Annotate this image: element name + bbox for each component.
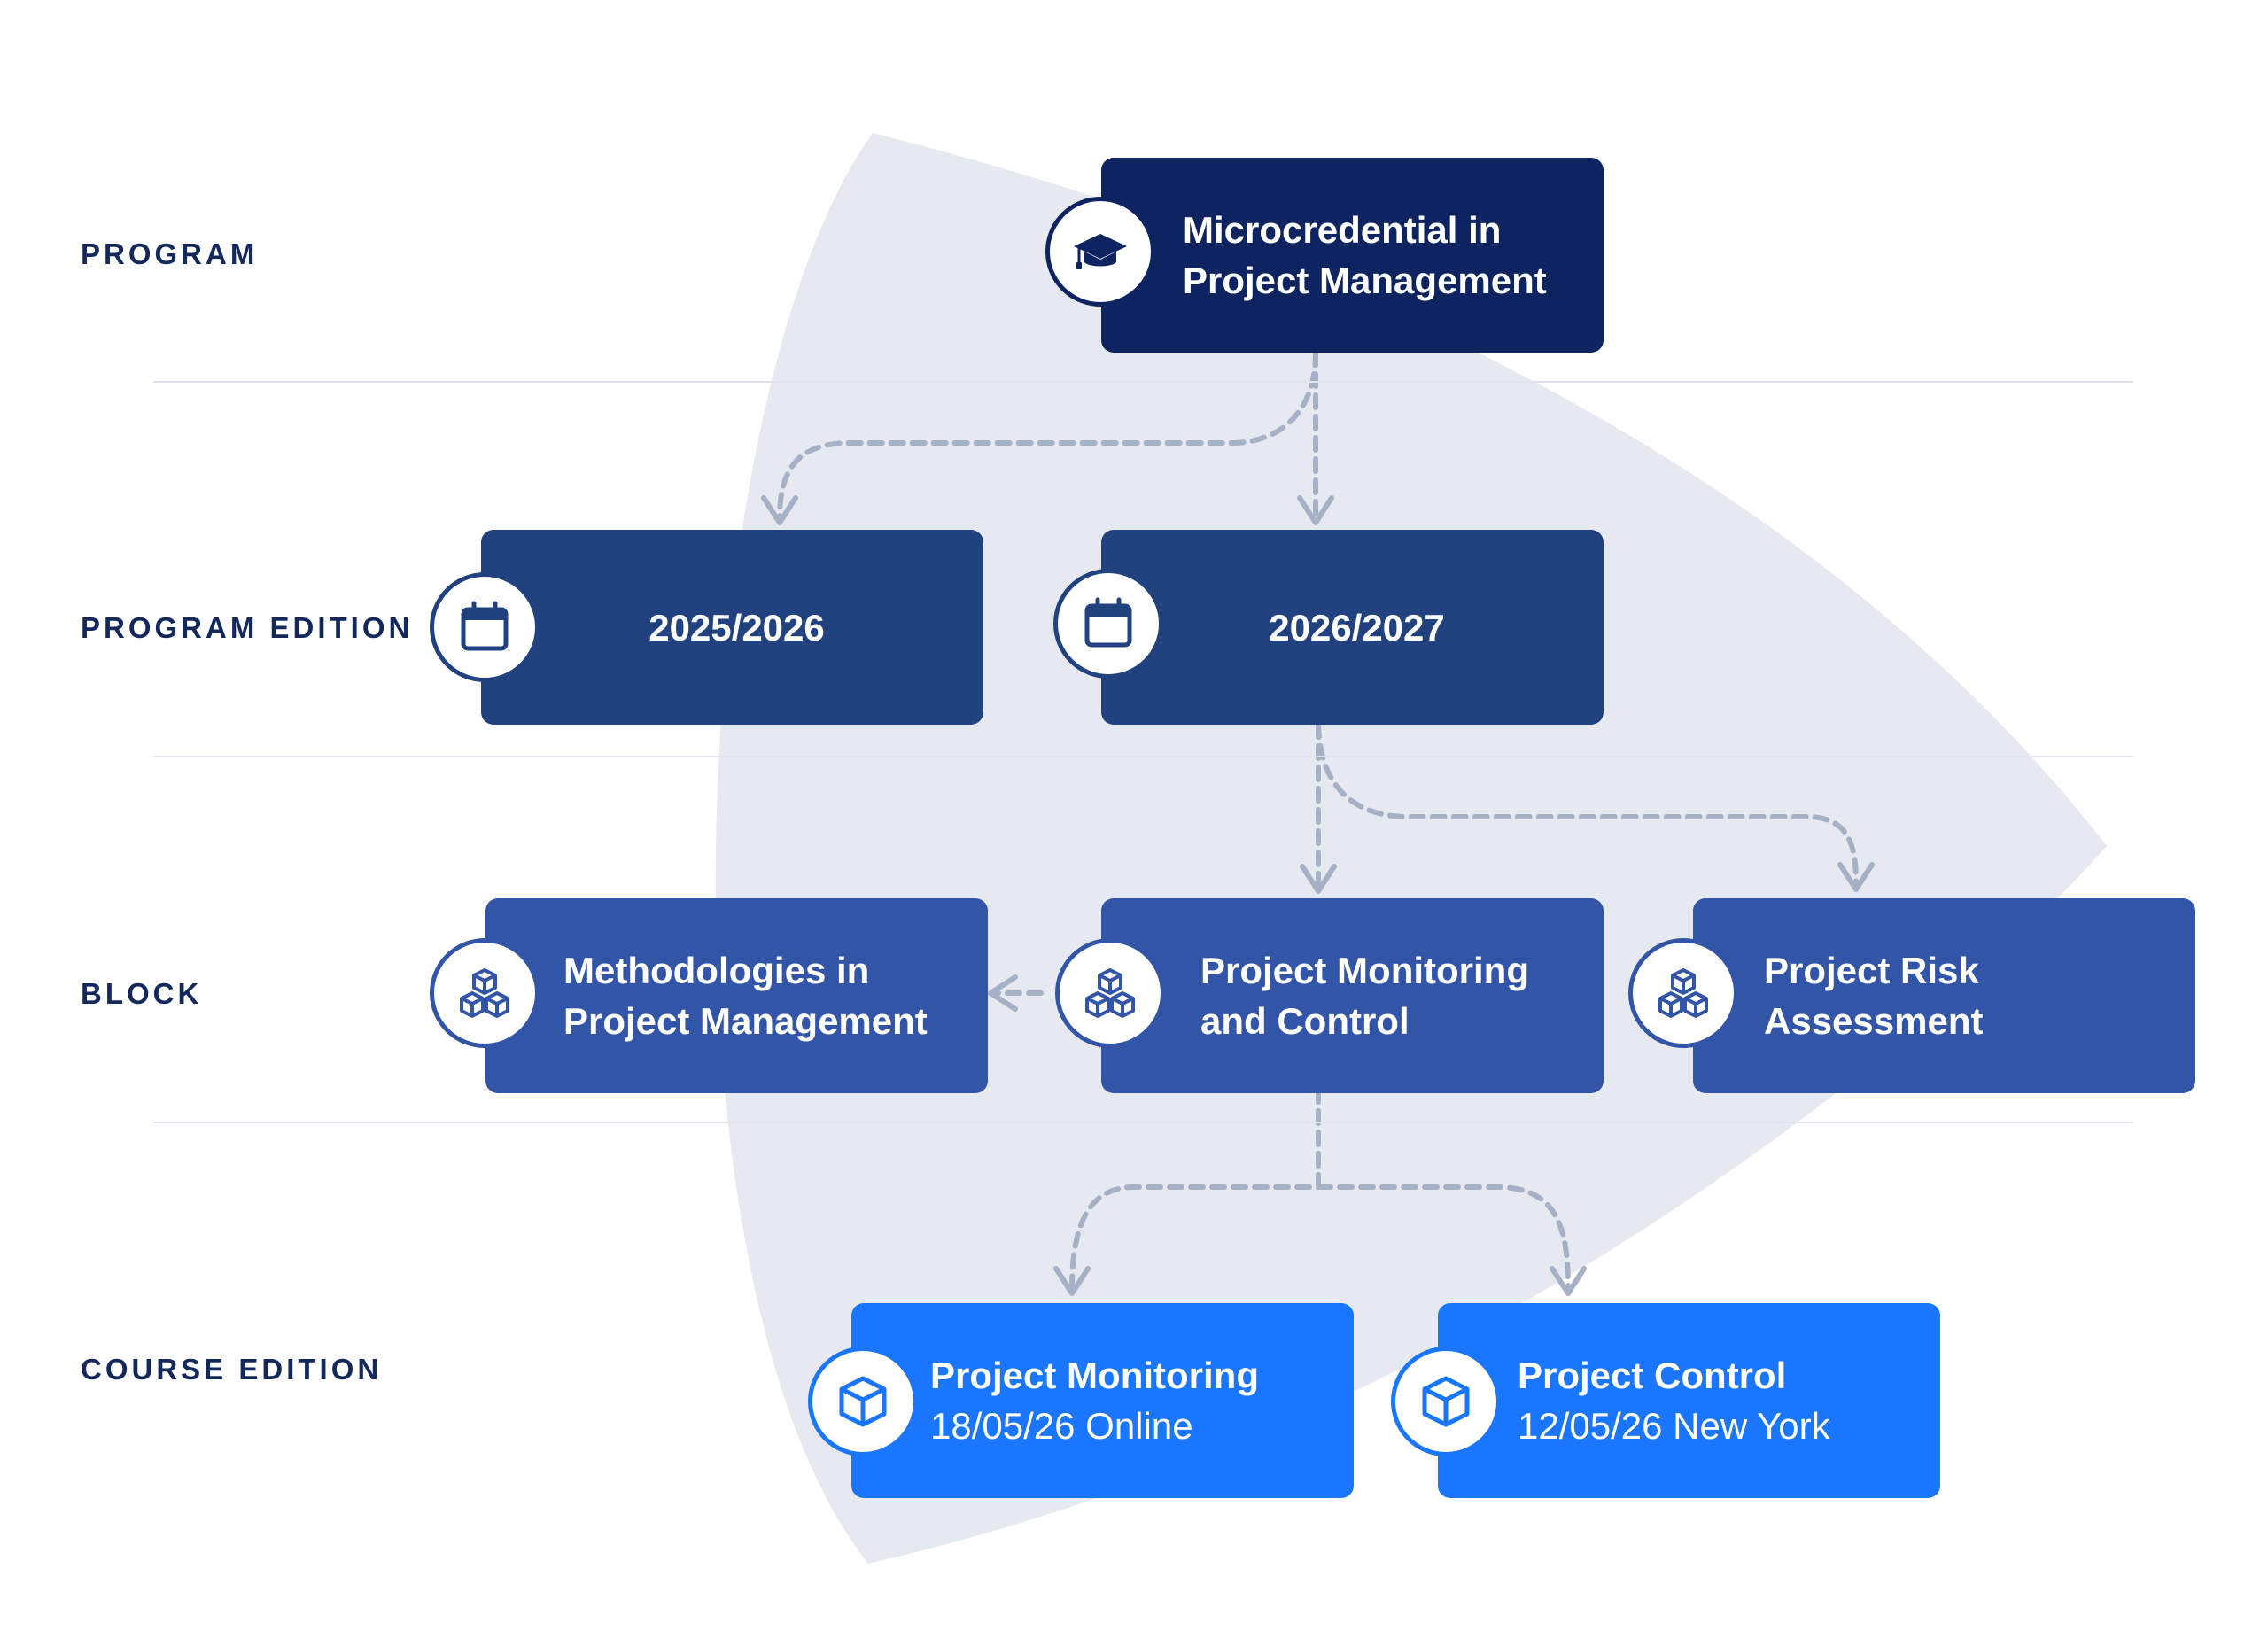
cubes-icon [460,968,509,1018]
block-card-methodologies[interactable]: Methodologies in Project Management [485,898,988,1093]
block-title: Project Risk Assessment [1764,945,1983,1046]
course-edition-detail: 18/05/26 Online [930,1405,1193,1447]
graduation-cap-icon [1074,234,1127,269]
program-edition-icon-badge [1053,569,1163,679]
course-edition-card-control[interactable]: Project Control 12/05/26 New York [1438,1303,1940,1498]
block-icon-badge [1055,938,1165,1048]
block-title-line1: Methodologies in [563,950,870,991]
block-title-line2: Project Management [563,1000,928,1042]
course-edition-title: Project Monitoring [930,1355,1259,1396]
program-title-line1: Microcredential in [1183,209,1502,251]
block-title-line1: Project Monitoring [1200,950,1529,991]
calendar-icon [1084,597,1132,648]
level-label-block: BLOCK [81,977,203,1010]
program-edition-icon-badge [430,572,540,682]
course-edition-detail: 12/05/26 New York [1518,1405,1830,1447]
level-divider [153,1122,2133,1123]
block-title-line2: Assessment [1764,1000,1984,1042]
level-divider [153,381,2133,383]
cubes-icon [1658,968,1708,1018]
program-title: Microcredential in Project Management [1183,205,1547,306]
calendar-icon [461,601,509,651]
connector-edition-to-block-risk [1316,722,1859,887]
level-label-program-edition: PROGRAM EDITION [81,611,414,644]
connector-block-to-course-monitoring [1069,1087,1321,1292]
program-icon-badge [1045,197,1155,307]
cubes-icon [1085,968,1135,1018]
level-label-course-edition: COURSE EDITION [81,1353,383,1386]
arrowhead-block-monitoring [1300,864,1337,894]
level-divider [153,756,2133,757]
arrowhead-block-risk [1837,862,1875,892]
block-card-risk-assessment[interactable]: Project Risk Assessment [1693,898,2195,1093]
program-title-line2: Project Management [1183,260,1547,301]
arrowhead-course-control [1550,1266,1587,1296]
block-card-monitoring-and-control[interactable]: Project Monitoring and Control [1101,898,1604,1093]
arrowhead-block-methodologies [988,974,1018,1012]
course-edition-card-monitoring[interactable]: Project Monitoring 18/05/26 Online [851,1303,1354,1498]
program-edition-card-2026-2027[interactable]: 2026/2027 [1101,530,1604,725]
level-label-program: PROGRAM [81,237,259,270]
course-edition-icon-badge [808,1347,918,1456]
course-edition-text: Project Monitoring 18/05/26 Online [930,1350,1259,1451]
connector-block-to-course-control [1316,1184,1571,1292]
connector-program-to-edition-2025 [777,350,1318,521]
program-edition-label: 2026/2027 [1269,606,1445,648]
cube-icon [839,1376,887,1427]
block-icon-badge [430,938,540,1048]
background-shape [715,133,2107,1564]
cube-icon [1422,1376,1470,1427]
program-edition-label: 2025/2026 [649,606,825,648]
arrowhead-edition-2025 [761,495,798,525]
course-edition-title: Project Control [1518,1355,1787,1396]
block-title-line1: Project Risk [1764,950,1979,991]
program-edition-card-2025-2026[interactable]: 2025/2026 [481,530,983,725]
program-card[interactable]: Microcredential in Project Management [1101,158,1604,353]
block-title-line2: and Control [1200,1000,1410,1042]
arrowhead-edition-2026 [1297,495,1334,525]
course-edition-icon-badge [1391,1347,1501,1456]
block-title: Project Monitoring and Control [1200,945,1529,1046]
course-edition-text: Project Control 12/05/26 New York [1518,1350,1830,1451]
arrowhead-course-monitoring [1053,1266,1091,1296]
block-title: Methodologies in Project Management [563,945,928,1046]
block-icon-badge [1628,938,1738,1048]
